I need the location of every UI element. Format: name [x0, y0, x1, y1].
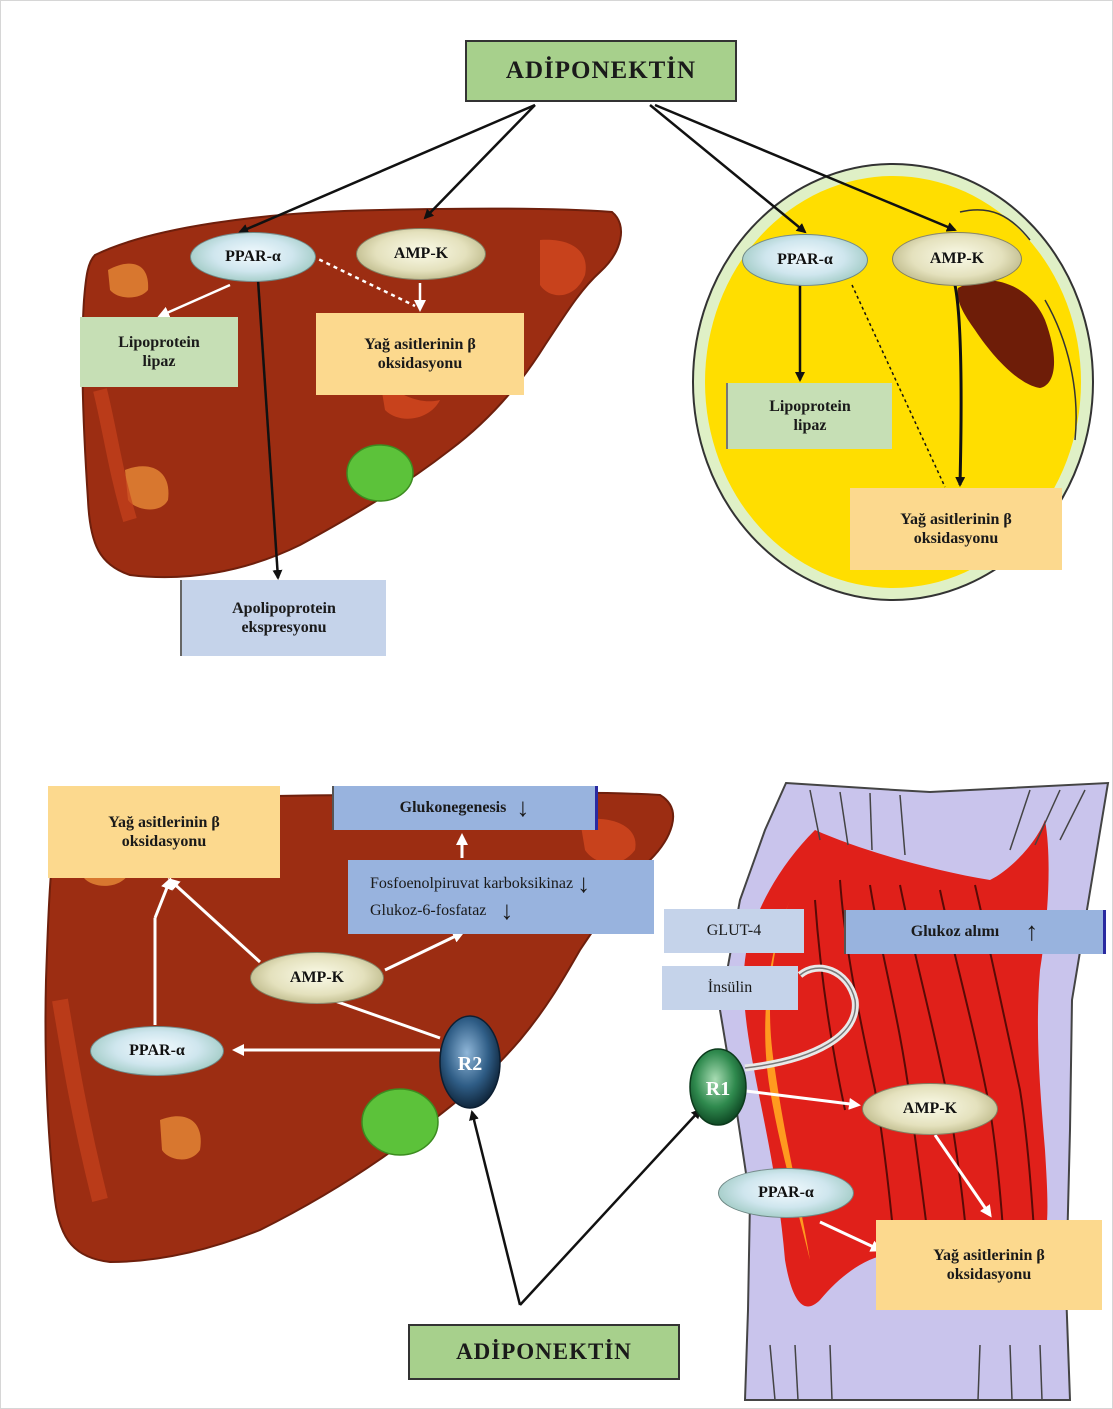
gluconeogenesis-label: Glukonegenesis	[400, 798, 507, 817]
liver-ppar-alpha-node: PPAR-α	[190, 232, 316, 282]
gluconeogenesis-down-arrow: ↓	[516, 792, 529, 823]
receptor-r1: R1	[690, 1049, 746, 1125]
adiponectin-title-top: ADİPONEKTİN	[465, 40, 737, 102]
pepck-down-arrow: ↓	[577, 868, 590, 899]
muscle-beta-oxidation-box: Yağ asitlerinin β oksidasyonu	[876, 1220, 1102, 1310]
glut4-box: GLUT-4	[664, 909, 804, 953]
pepck-label: Fosfoenolpiruvat karboksikinaz	[370, 874, 573, 893]
adiponectin-title-bottom: ADİPONEKTİN	[408, 1324, 680, 1380]
bottom-liver-beta-oxidation-box: Yağ asitlerinin β oksidasyonu	[48, 786, 280, 878]
glucose-uptake-box: Glukoz alımı ↑	[844, 910, 1106, 954]
g6p-down-arrow: ↓	[500, 895, 513, 926]
adipocyte-lipoprotein-lipase-box: Lipoprotein lipaz	[726, 383, 892, 449]
muscle-ampk-node: AMP-K	[862, 1083, 998, 1135]
liver-ampk-node: AMP-K	[356, 228, 486, 280]
liver-lipoprotein-lipase-box: Lipoprotein lipaz	[80, 317, 238, 387]
adipocyte-ppar-alpha-node: PPAR-α	[742, 234, 868, 286]
r2-label: R2	[458, 1053, 482, 1075]
receptor-r2: R2	[440, 1016, 500, 1108]
muscle-ppar-alpha-node: PPAR-α	[718, 1168, 854, 1218]
glucose-uptake-up-arrow: ↑	[1025, 916, 1038, 947]
glucose-uptake-label: Glukoz alımı	[911, 922, 999, 941]
gluconeogenesis-box: Glukonegenesis ↓	[332, 786, 598, 830]
bottom-liver-ampk-node: AMP-K	[250, 952, 384, 1004]
apolipoprotein-expression-box: Apolipoprotein ekspresyonu	[180, 580, 386, 656]
pepck-g6p-box: Fosfoenolpiruvat karboksikinaz ↓ Glukoz-…	[348, 860, 654, 934]
adipocyte-beta-oxidation-box: Yağ asitlerinin β oksidasyonu	[850, 488, 1062, 570]
bottom-liver-ppar-alpha-node: PPAR-α	[90, 1026, 224, 1076]
g6p-label: Glukoz-6-fosfataz	[370, 901, 486, 920]
adipocyte-ampk-node: AMP-K	[892, 232, 1022, 286]
r1-label: R1	[706, 1078, 730, 1100]
insulin-box: İnsülin	[662, 966, 798, 1010]
liver-beta-oxidation-box: Yağ asitlerinin β oksidasyonu	[316, 313, 524, 395]
